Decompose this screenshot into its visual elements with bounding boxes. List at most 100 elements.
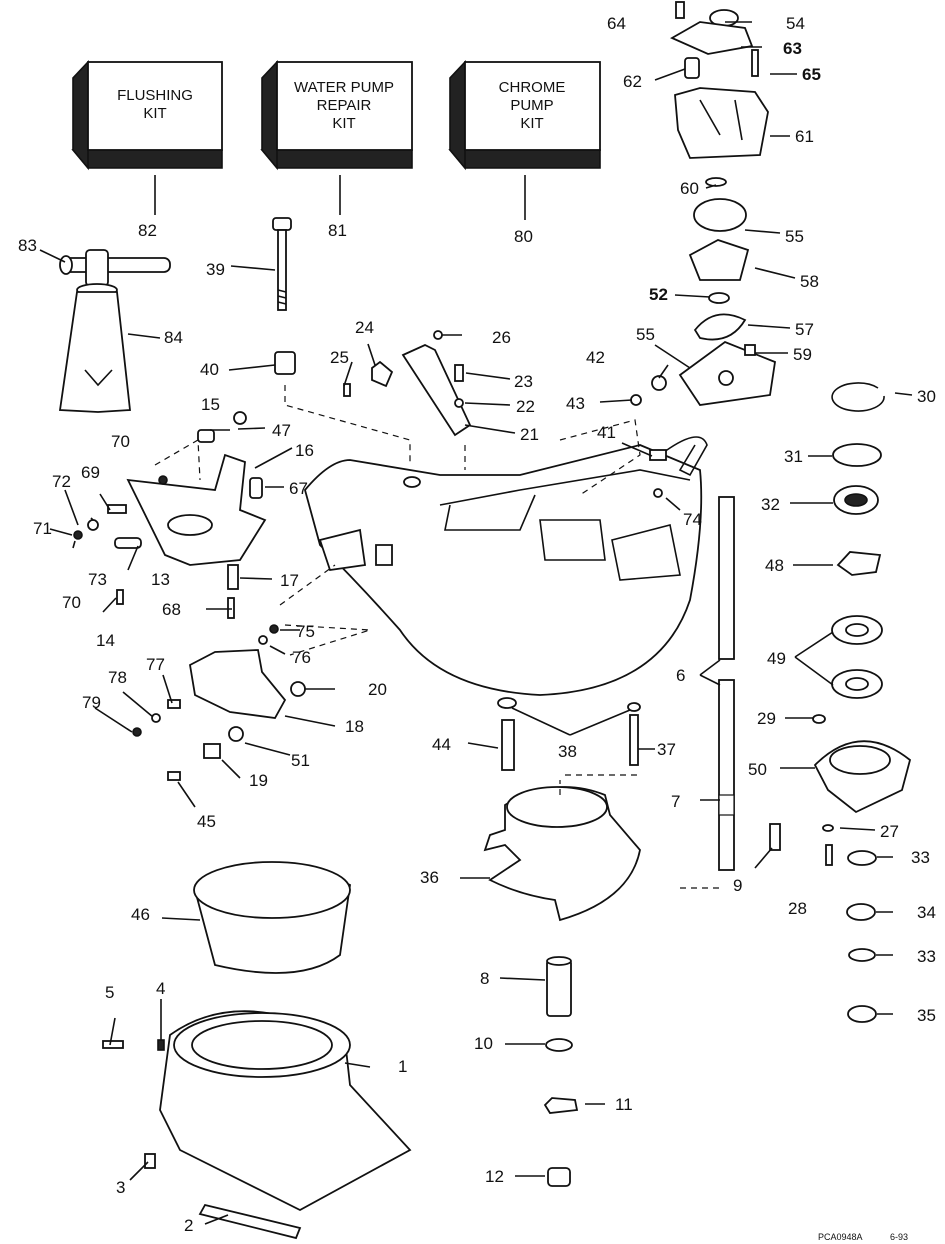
callout-15: 15 — [201, 395, 220, 414]
callout-51: 51 — [291, 751, 310, 770]
intake-housing-1 — [102, 1010, 412, 1240]
callout-55a: 55 — [785, 227, 804, 246]
callout-73: 73 — [88, 570, 107, 589]
jet-pump-housing — [304, 444, 703, 696]
callout-19: 19 — [249, 771, 268, 790]
callout-8: 8 — [480, 969, 489, 988]
callout-30: 30 — [917, 387, 936, 406]
spacer-40 — [274, 351, 296, 375]
callout-10: 10 — [474, 1034, 493, 1053]
callout-45: 45 — [197, 812, 216, 831]
callout-43: 43 — [566, 394, 585, 413]
callout-78: 78 — [108, 668, 127, 687]
callout-58: 58 — [800, 272, 819, 291]
callout-27: 27 — [880, 822, 899, 841]
bearing-and-seal-stack — [812, 382, 912, 1023]
callout-71: 71 — [33, 519, 52, 538]
callout-83: 83 — [18, 236, 37, 255]
callout-33a: 33 — [911, 848, 930, 867]
callout-70b: 70 — [62, 593, 81, 612]
callout-61: 61 — [795, 127, 814, 146]
kit-label-line1: CHROME — [499, 79, 566, 96]
callout-75: 75 — [296, 622, 315, 641]
ride-plate-bracket — [73, 411, 267, 619]
water-pump-cover-assembly — [670, 1, 776, 406]
kit-box-chrome-pump: CHROME PUMP KIT — [448, 59, 601, 220]
figure-code: PCA0948A — [818, 1232, 863, 1242]
callout-64: 64 — [607, 14, 626, 33]
callout-5: 5 — [105, 983, 114, 1002]
callout-72: 72 — [52, 472, 71, 491]
callout-84: 84 — [164, 328, 183, 347]
kit-label-line1: FLUSHING — [117, 87, 193, 104]
callout-74: 74 — [683, 510, 702, 529]
callout-16b: 16 — [295, 441, 314, 460]
kit-label-line3: KIT — [520, 115, 543, 132]
kit-label-line2: REPAIR — [317, 97, 372, 114]
callout-60: 60 — [680, 179, 699, 198]
callout-13: 13 — [151, 570, 170, 589]
callout-28: 28 — [788, 899, 807, 918]
callout-20: 20 — [368, 680, 387, 699]
callout-18: 18 — [345, 717, 364, 736]
callout-26: 26 — [492, 328, 511, 347]
callout-82: 82 — [138, 221, 157, 240]
callout-17: 17 — [280, 571, 299, 590]
callout-12: 12 — [485, 1167, 504, 1186]
callout-50: 50 — [748, 760, 767, 779]
small-fasteners-upper — [343, 330, 708, 498]
callout-77: 77 — [146, 655, 165, 674]
callout-55b: 55 — [636, 325, 655, 344]
callout-68: 68 — [162, 600, 181, 619]
callout-63: 63 — [783, 39, 802, 58]
callout-3: 3 — [116, 1178, 125, 1197]
callout-65: 65 — [802, 65, 821, 84]
callout-46: 46 — [131, 905, 150, 924]
callout-35: 35 — [917, 1006, 936, 1025]
callout-7: 7 — [671, 792, 680, 811]
figure-date: 6-93 — [890, 1232, 908, 1242]
callout-42: 42 — [586, 348, 605, 367]
callout-39: 39 — [206, 260, 225, 279]
leader-lines — [39, 21, 913, 1225]
callout-49: 49 — [767, 649, 786, 668]
callout-9: 9 — [733, 876, 742, 895]
callout-47: 47 — [272, 421, 291, 440]
callout-67: 67 — [289, 479, 308, 498]
bolt-39 — [272, 217, 292, 311]
callout-40: 40 — [200, 360, 219, 379]
sleeve-and-washers — [543, 956, 579, 1187]
callout-52: 52 — [649, 285, 668, 304]
callout-22: 22 — [516, 397, 535, 416]
flushing-attachment — [58, 249, 171, 413]
callout-59: 59 — [793, 345, 812, 364]
callout-38: 38 — [558, 742, 577, 761]
callout-24: 24 — [355, 318, 374, 337]
callout-57: 57 — [795, 320, 814, 339]
callout-36: 36 — [420, 868, 439, 887]
callout-21: 21 — [520, 425, 539, 444]
callout-1: 1 — [398, 1057, 407, 1076]
kit-label-line1: WATER PUMP — [294, 79, 394, 96]
impeller-36 — [483, 697, 641, 922]
callout-48: 48 — [765, 556, 784, 575]
kit-label-line2: KIT — [143, 105, 166, 122]
trim-plate-18 — [132, 624, 306, 781]
callout-62: 62 — [623, 72, 642, 91]
assembly-dash-lines — [154, 385, 722, 889]
callout-37: 37 — [657, 740, 676, 759]
driveshaft — [718, 496, 781, 871]
callout-54: 54 — [786, 14, 805, 33]
kit-label-line3: KIT — [332, 115, 355, 132]
callout-31: 31 — [784, 447, 803, 466]
callout-32: 32 — [761, 495, 780, 514]
callout-2: 2 — [184, 1216, 193, 1235]
callout-81: 81 — [328, 221, 347, 240]
callout-33b: 33 — [917, 947, 936, 966]
kit-box-flushing: FLUSHING KIT — [71, 59, 223, 215]
kit-box-water-pump-repair: WATER PUMP REPAIR KIT — [260, 59, 413, 215]
callout-76: 76 — [292, 648, 311, 667]
wear-ring-46 — [193, 861, 351, 974]
